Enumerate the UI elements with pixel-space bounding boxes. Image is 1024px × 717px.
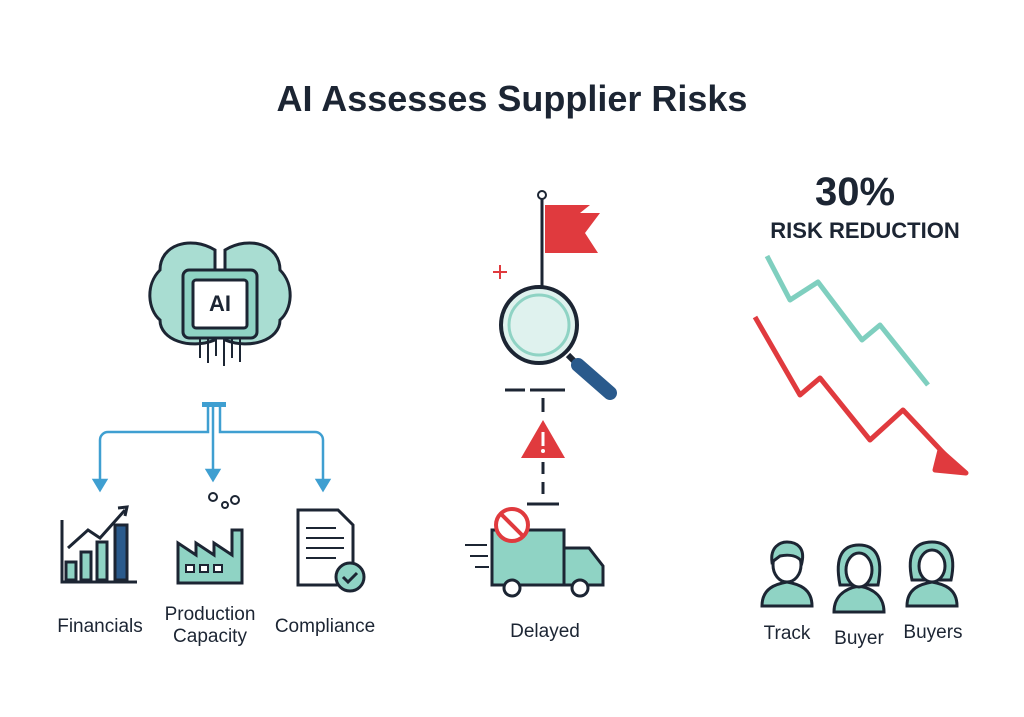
stat-value: 30% xyxy=(814,170,896,214)
label-buyers: Buyers xyxy=(903,622,963,643)
delayed-truck-icon xyxy=(465,507,605,598)
label-compliance: Compliance xyxy=(274,616,376,637)
person-buyers-icon xyxy=(905,540,959,608)
document-check-icon xyxy=(296,508,366,593)
branch-arrows xyxy=(91,402,332,493)
label-financials: Financials xyxy=(57,616,143,637)
person-buyer-icon xyxy=(832,543,886,614)
teal-trend-line xyxy=(764,254,930,387)
page-title: AI Assesses Supplier Risks xyxy=(276,78,748,119)
factory-icon xyxy=(176,492,244,585)
ai-chip-label: AI xyxy=(209,291,231,316)
dashed-connector xyxy=(505,388,565,506)
red-trend-line xyxy=(752,315,952,462)
label-capacity: Capacity xyxy=(173,626,247,647)
label-delayed: Delayed xyxy=(510,621,580,642)
sparkle-icon xyxy=(493,265,507,279)
warning-icon xyxy=(521,420,565,458)
person-track-icon xyxy=(760,540,814,608)
magnifier-icon xyxy=(499,285,617,400)
label-buyer: Buyer xyxy=(834,628,884,649)
ai-brain-icon xyxy=(148,241,292,366)
label-production-capacity: Production Capacity xyxy=(150,604,270,648)
label-track: Track xyxy=(763,623,811,644)
trend-down-chart xyxy=(752,254,969,476)
stat-caption: RISK REDUCTION xyxy=(770,218,960,243)
label-production: Production xyxy=(164,604,256,625)
red-arrow-head xyxy=(932,447,969,476)
bar-chart-icon xyxy=(60,505,137,584)
